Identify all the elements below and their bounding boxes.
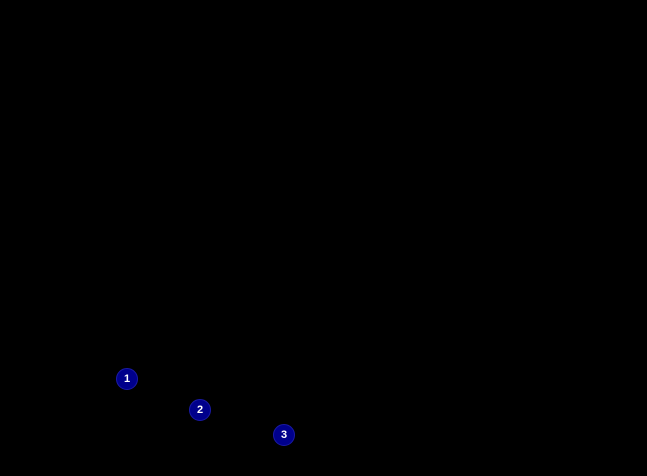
- marker-1-label: 1: [123, 372, 131, 385]
- marker-2[interactable]: 2: [189, 399, 211, 421]
- marker-3-label: 3: [280, 428, 288, 441]
- marker-3[interactable]: 3: [273, 424, 295, 446]
- marker-2-label: 2: [196, 403, 204, 416]
- marker-1[interactable]: 1: [116, 368, 138, 390]
